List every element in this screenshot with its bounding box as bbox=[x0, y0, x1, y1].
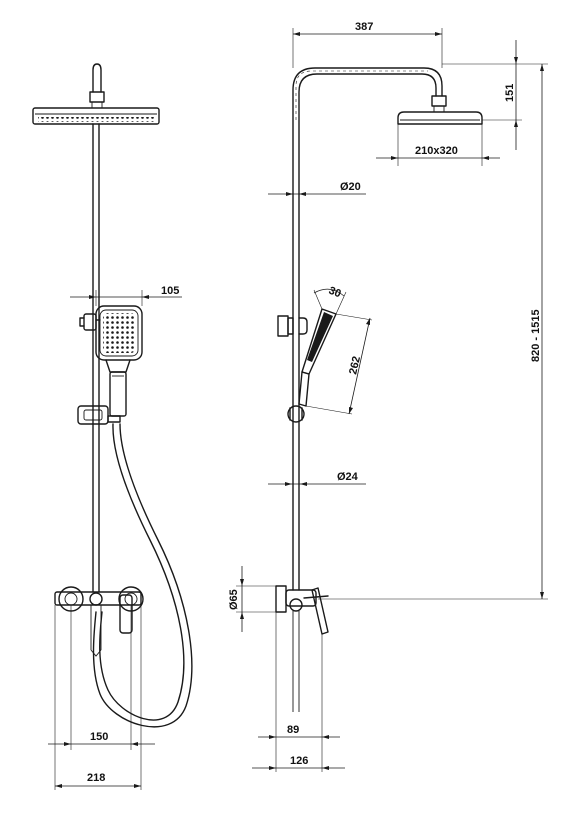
side-arm bbox=[292, 67, 443, 591]
front-hose bbox=[92, 423, 193, 728]
dim-210x320: 210x320 bbox=[376, 124, 500, 166]
dim-105: 105 bbox=[70, 285, 182, 306]
dim-dia20: Ø20 bbox=[268, 181, 366, 196]
dim-820-1515: 820 - 1515 bbox=[318, 64, 548, 600]
dim-label-handshower-length: 262 bbox=[347, 355, 363, 376]
side-hand-shower bbox=[298, 308, 337, 407]
dim-label-head-drop: 151 bbox=[504, 84, 516, 102]
dim-label-overall-width: 218 bbox=[87, 772, 105, 784]
dim-387: 387 bbox=[292, 21, 443, 68]
front-hand-shower bbox=[95, 305, 143, 417]
front-upper-bracket bbox=[79, 313, 101, 331]
side-mixer bbox=[275, 585, 329, 712]
dim-label-pipe-diameter-lower: Ø24 bbox=[337, 471, 359, 483]
front-rain-head bbox=[32, 107, 160, 125]
dim-label-handshower-angle: 30 bbox=[327, 285, 343, 301]
dim-label-escutcheon-diameter: Ø65 bbox=[228, 589, 240, 610]
dim-label-projection-outer: 126 bbox=[290, 755, 308, 767]
dim-dia65: Ø65 bbox=[228, 566, 276, 632]
side-slider bbox=[287, 405, 305, 423]
dim-218: 218 bbox=[54, 605, 142, 790]
side-view: 387 151 210x320 Ø20 bbox=[228, 21, 548, 772]
dim-150: 150 bbox=[48, 605, 155, 750]
dim-dia24: Ø24 bbox=[268, 471, 366, 486]
side-upper-bracket bbox=[277, 315, 308, 337]
front-top-stub bbox=[89, 63, 105, 109]
dim-30: 30 bbox=[313, 285, 347, 315]
dim-262: 262 bbox=[305, 313, 373, 415]
dim-label-handshower-offset: 105 bbox=[161, 285, 179, 297]
front-slider bbox=[77, 405, 121, 425]
dim-label-arm-reach: 387 bbox=[355, 21, 373, 33]
dim-89: 89 bbox=[258, 612, 340, 772]
front-mixer bbox=[54, 586, 144, 657]
front-view: 105 150 218 bbox=[32, 63, 193, 790]
dim-126: 126 bbox=[252, 755, 345, 770]
side-rain-head bbox=[397, 95, 483, 125]
dim-151: 151 bbox=[442, 40, 548, 150]
dim-label-outlet-spacing: 150 bbox=[90, 731, 108, 743]
dim-label-pipe-diameter-upper: Ø20 bbox=[340, 181, 361, 193]
dim-label-projection-inner: 89 bbox=[287, 724, 299, 736]
dim-label-height-range: 820 - 1515 bbox=[530, 309, 542, 362]
dim-label-head-size: 210x320 bbox=[415, 145, 458, 157]
